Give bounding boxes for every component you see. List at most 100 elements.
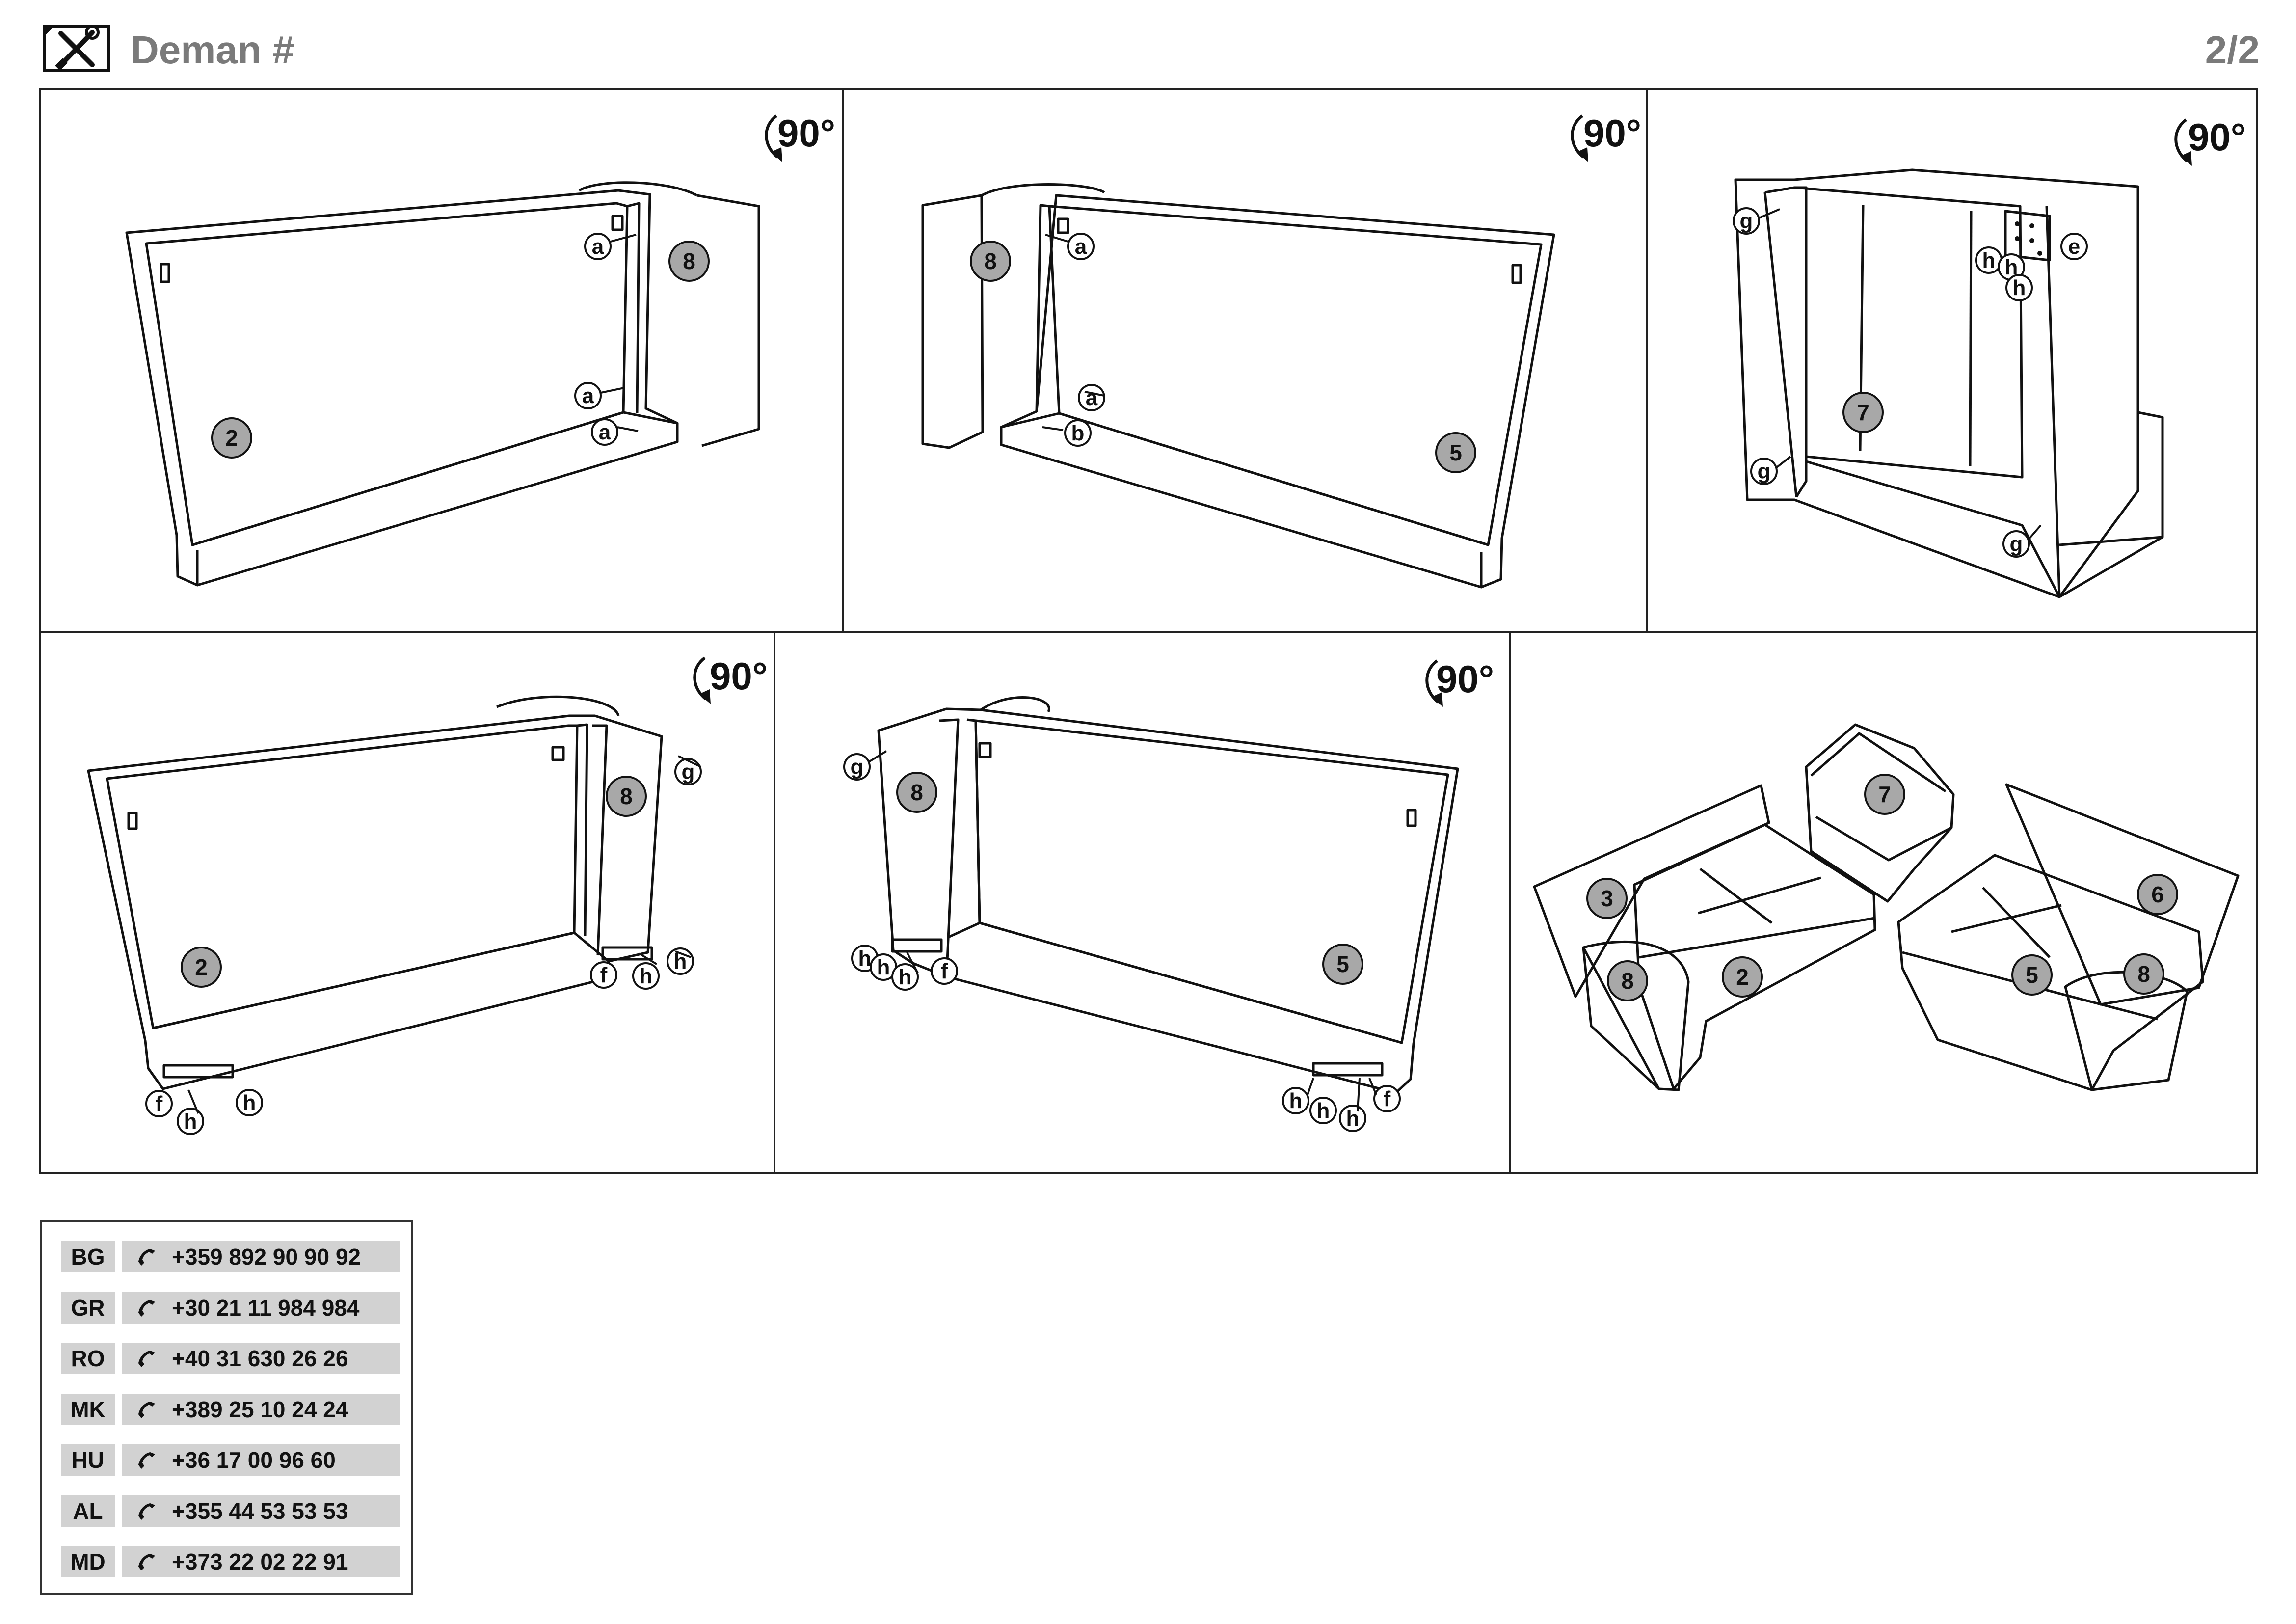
panel-1 <box>125 181 760 587</box>
phone-icon <box>138 1351 155 1367</box>
country-code: AL <box>61 1495 115 1527</box>
rotate-icons <box>694 116 2192 707</box>
phone-icon <box>138 1401 155 1418</box>
hardware-label: a <box>574 382 602 409</box>
hardware-label: g <box>1750 458 1778 485</box>
contact-row: RO+40 31 630 26 26 <box>61 1343 400 1374</box>
panel-grid <box>39 88 2258 1174</box>
svg-text:2: 2 <box>1736 964 1749 990</box>
contact-row: MK+389 25 10 24 24 <box>61 1393 400 1425</box>
svg-text:e: e <box>2068 235 2080 259</box>
phone-icon <box>138 1299 155 1317</box>
phone-number: +355 44 53 53 53 <box>122 1495 400 1527</box>
part-number-badge: 8 <box>668 241 710 282</box>
phone-number: +389 25 10 24 24 <box>122 1393 400 1425</box>
connector-arrows <box>187 208 2042 1114</box>
svg-text:h: h <box>184 1110 197 1134</box>
svg-text:b: b <box>1071 421 1085 445</box>
connector-arrow <box>638 952 658 965</box>
country-code: GR <box>61 1292 115 1324</box>
svg-text:h: h <box>877 955 890 979</box>
hardware-label: a <box>1078 384 1105 411</box>
svg-text:2: 2 <box>195 954 208 980</box>
connector-arrow <box>2027 524 2042 541</box>
part-number-badge: 6 <box>2137 874 2178 915</box>
part-number-badge: 8 <box>2123 953 2164 995</box>
hardware-label: h <box>2005 274 2033 301</box>
svg-text:h: h <box>2013 276 2026 300</box>
rotation-label: 90° <box>2188 115 2246 159</box>
svg-text:f: f <box>600 963 608 987</box>
part-number-badge: 7 <box>1842 392 1884 433</box>
hardware-label: f <box>1373 1085 1401 1112</box>
svg-text:h: h <box>1317 1099 1330 1123</box>
svg-text:6: 6 <box>2151 882 2164 907</box>
connector-arrow <box>1042 426 1064 431</box>
hardware-label: h <box>1998 253 2025 281</box>
panel-5 <box>877 696 1459 1094</box>
part-number-badge: 2 <box>181 947 222 988</box>
svg-text:g: g <box>851 755 864 779</box>
hardware-label: f <box>145 1090 173 1117</box>
hardware-label: g <box>843 753 871 781</box>
svg-text:f: f <box>1384 1087 1391 1111</box>
contact-row: AL+355 44 53 53 53 <box>61 1495 400 1527</box>
part-number-badge: 8 <box>1607 960 1648 1001</box>
svg-text:5: 5 <box>2026 962 2038 988</box>
hardware-label: h <box>236 1089 263 1116</box>
phone-number: +40 31 630 26 26 <box>122 1343 400 1374</box>
contact-row: GR+30 21 11 984 984 <box>61 1292 400 1324</box>
part-number-badge: 8 <box>970 241 1011 282</box>
rotation-label: 90° <box>1583 111 1641 155</box>
svg-text:7: 7 <box>1878 782 1891 807</box>
svg-text:h: h <box>640 964 653 988</box>
connector-arrow <box>1357 1078 1361 1112</box>
svg-text:a: a <box>592 235 604 259</box>
svg-text:8: 8 <box>910 780 923 805</box>
connector-arrow <box>1084 391 1105 397</box>
svg-text:g: g <box>1740 209 1753 233</box>
connector-arrow <box>1368 1078 1377 1095</box>
svg-text:8: 8 <box>620 784 633 809</box>
phone-number: +373 22 02 22 91 <box>122 1546 400 1577</box>
svg-text:2: 2 <box>225 425 238 451</box>
hardware-label: h <box>632 962 660 990</box>
phone-number: +36 17 00 96 60 <box>122 1444 400 1476</box>
hardware-label: a <box>1067 233 1095 260</box>
document-title: Deman # <box>131 28 294 72</box>
rotation-label: 90° <box>710 654 768 698</box>
contact-row: MD+373 22 02 22 91 <box>61 1546 400 1577</box>
svg-text:a: a <box>582 384 594 408</box>
hardware-label: h <box>1309 1097 1337 1124</box>
connector-arrow <box>187 1089 199 1114</box>
connector-arrow <box>1307 1078 1314 1095</box>
hardware-label: a <box>591 418 618 446</box>
part-number-badge: 8 <box>606 776 647 817</box>
country-code: MK <box>61 1393 115 1425</box>
connector-arrow <box>906 952 919 974</box>
tools-icon <box>43 25 110 72</box>
svg-text:5: 5 <box>1449 440 1462 465</box>
svg-text:f: f <box>156 1092 163 1116</box>
connector-arrow <box>678 755 701 768</box>
part-number-badge: 7 <box>1864 774 1905 815</box>
connector-arrow <box>1045 234 1068 243</box>
svg-text:a: a <box>599 420 611 444</box>
hardware-label: g <box>2002 530 2030 558</box>
part-number-badge: 5 <box>1435 432 1476 473</box>
hardware-label: h <box>1339 1105 1366 1132</box>
connector-arrow <box>617 426 639 432</box>
part-number-badge: 8 <box>896 772 937 813</box>
svg-text:8: 8 <box>984 248 997 274</box>
svg-text:5: 5 <box>1336 951 1349 977</box>
phone-number: +30 21 11 984 984 <box>122 1292 400 1324</box>
part-number-badge: 5 <box>2011 954 2053 996</box>
connector-arrow <box>610 234 637 243</box>
country-code: RO <box>61 1343 115 1374</box>
svg-text:f: f <box>941 959 948 983</box>
svg-text:8: 8 <box>2137 961 2150 987</box>
connector-arrow <box>1759 208 1780 219</box>
